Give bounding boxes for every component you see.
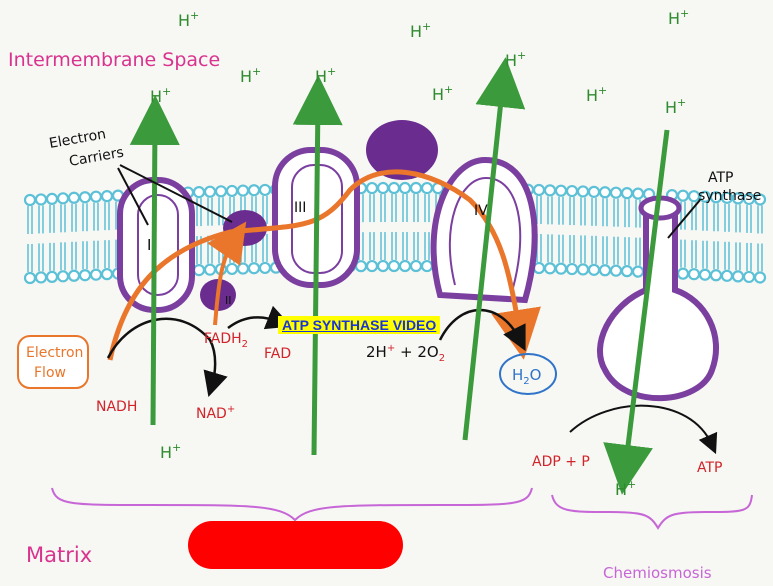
- water-label: H2O: [512, 366, 541, 387]
- electron-flow-arrow: [107, 169, 541, 361]
- electron-carriers-label-line2: Carriers: [68, 145, 125, 170]
- proton-label: H+: [315, 65, 336, 86]
- nadh-reaction-arrow: [106, 317, 228, 397]
- atp-synthase-label-line1: ATP: [708, 170, 733, 186]
- complex-i-numeral: I: [147, 236, 151, 254]
- proton-pump-arrow-iv: [462, 57, 526, 441]
- proton-label: H+: [178, 9, 199, 30]
- atp-label: ATP: [697, 460, 722, 476]
- proton-label: H+: [240, 65, 261, 86]
- proton-labels: H+ H+ H+ H+ H+ H+ H+ H+ H+ H+ H+ H+: [150, 7, 689, 499]
- adp-p-label: ADP + P: [532, 454, 590, 470]
- matrix-brace: [51, 487, 533, 522]
- fad-label: FAD: [264, 346, 291, 362]
- carrier-pointer-line-1: [117, 167, 149, 226]
- electron-flow-label-line2: Flow: [34, 365, 66, 381]
- water-circle: [499, 353, 557, 395]
- atp-reaction-arrow: [569, 404, 718, 455]
- electron-flow-label: Electron Flow: [17, 335, 89, 389]
- intermembrane-space-label: Intermembrane Space: [8, 49, 220, 71]
- atp-synthase-video-link[interactable]: ATP SYNTHASE VIDEO: [278, 316, 441, 334]
- proton-label: H+: [668, 7, 689, 28]
- chemiosmosis-label: Chemiosmosis: [603, 564, 712, 582]
- proton-label: H+: [615, 478, 636, 499]
- fadh2-label: FADH2: [204, 331, 248, 350]
- proton-label: H+: [665, 96, 686, 117]
- matrix-label: Matrix: [26, 543, 92, 567]
- proton-atp-synthase-arrow: [603, 129, 670, 495]
- proton-label: H+: [160, 441, 181, 462]
- proton-pump-arrow-i: [129, 95, 180, 426]
- electron-carrier-cytochrome-c: [366, 120, 438, 180]
- proton-label: H+: [505, 49, 526, 70]
- electron-flow-label-line1: Electron: [26, 345, 83, 361]
- proton-label: H+: [586, 84, 607, 105]
- atp-synthase: [597, 195, 719, 402]
- fadh2-electron-flow-arrow: [207, 221, 247, 326]
- redaction-bar: [188, 521, 403, 569]
- proton-label: H+: [150, 85, 171, 106]
- complex-iv-numeral: IV: [474, 203, 488, 219]
- nadh-label: NADH: [96, 399, 137, 415]
- carrier-pointer-line-2: [119, 164, 233, 223]
- complex-ii-numeral: II: [225, 294, 232, 307]
- atp-synthase-pointer-line: [667, 199, 701, 239]
- complex-iii-numeral: III: [294, 200, 306, 216]
- proton-label: H+: [410, 20, 431, 41]
- oxygen-reaction-label: 2H+ + 2O2: [366, 343, 445, 364]
- proton-pump-arrow-iii: [292, 75, 343, 456]
- atp-synthase-label-line2: synthase: [698, 188, 761, 204]
- proton-label: H+: [432, 83, 453, 104]
- nad-plus-label: NAD+: [196, 404, 235, 422]
- chemiosmosis-brace: [551, 494, 753, 530]
- fadh2-reaction-arrow: [227, 305, 292, 330]
